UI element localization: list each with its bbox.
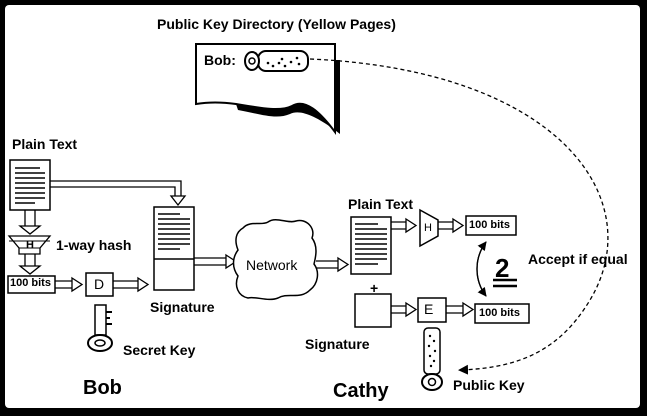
public-key-label: Public Key <box>453 377 525 393</box>
bob-bits-label: 100 bits <box>10 277 51 289</box>
arrow-bits-to-d <box>55 276 84 293</box>
key-icon <box>421 327 443 391</box>
cathy-name: Cathy <box>333 380 389 402</box>
key-lookup-curve <box>309 58 609 375</box>
document-icon <box>153 206 195 291</box>
cathy-bits-top-label: 100 bits <box>469 219 510 231</box>
directory-entry-label: Bob: <box>204 52 236 68</box>
key-icon <box>244 50 309 72</box>
hash-funnel-icon <box>7 235 52 255</box>
cathy-signature-label: Signature <box>305 336 370 352</box>
plus-sign: + <box>370 280 379 296</box>
cathy-bits-bottom-label: 100 bits <box>479 307 520 319</box>
cloud-icon <box>232 218 319 301</box>
cathy-signature-box <box>354 293 392 328</box>
compare-symbol: 2 <box>495 253 510 283</box>
cathy-hash-letter: H <box>424 222 432 234</box>
bob-plain-text-label: Plain Text <box>12 136 78 152</box>
arrow-hash-to-bits <box>438 217 465 234</box>
accept-label: Accept if equal <box>528 251 628 267</box>
cathy-bits-bottom-box <box>474 303 530 324</box>
arrow-sig-to-e <box>391 301 418 318</box>
arrow-to-bits <box>18 254 42 275</box>
encrypt-letter: D <box>94 276 105 292</box>
arrow-d-to-signature <box>113 276 150 293</box>
arrow-to-cathy-hash <box>391 217 418 234</box>
network-label: Network <box>246 257 298 273</box>
bob-bits-box <box>7 275 56 294</box>
secret-key-label: Secret Key <box>123 342 196 358</box>
arrow-e-to-bits <box>446 301 475 318</box>
compare-arrow-down <box>476 241 487 297</box>
key-icon <box>87 304 113 352</box>
document-icon <box>9 159 51 211</box>
diagram-title: Public Key Directory (Yellow Pages) <box>157 16 396 32</box>
arrow-to-hash <box>18 210 42 235</box>
bob-name: Bob <box>83 377 122 399</box>
cathy-hash-box <box>419 208 439 248</box>
arrow-to-network <box>194 253 238 270</box>
decrypt-letter: E <box>424 301 434 317</box>
cathy-plain-text-label: Plain Text <box>348 196 414 212</box>
hash-label: 1-way hash <box>56 237 132 253</box>
bob-hash-letter: H <box>26 239 34 251</box>
encrypt-box <box>85 272 114 297</box>
bob-signature-label: Signature <box>150 299 215 315</box>
cathy-bits-top-box <box>465 215 517 236</box>
arrow-from-network <box>316 256 350 273</box>
copy-text-arrow <box>50 180 187 207</box>
decrypt-box <box>417 297 447 323</box>
document-icon <box>350 216 392 275</box>
